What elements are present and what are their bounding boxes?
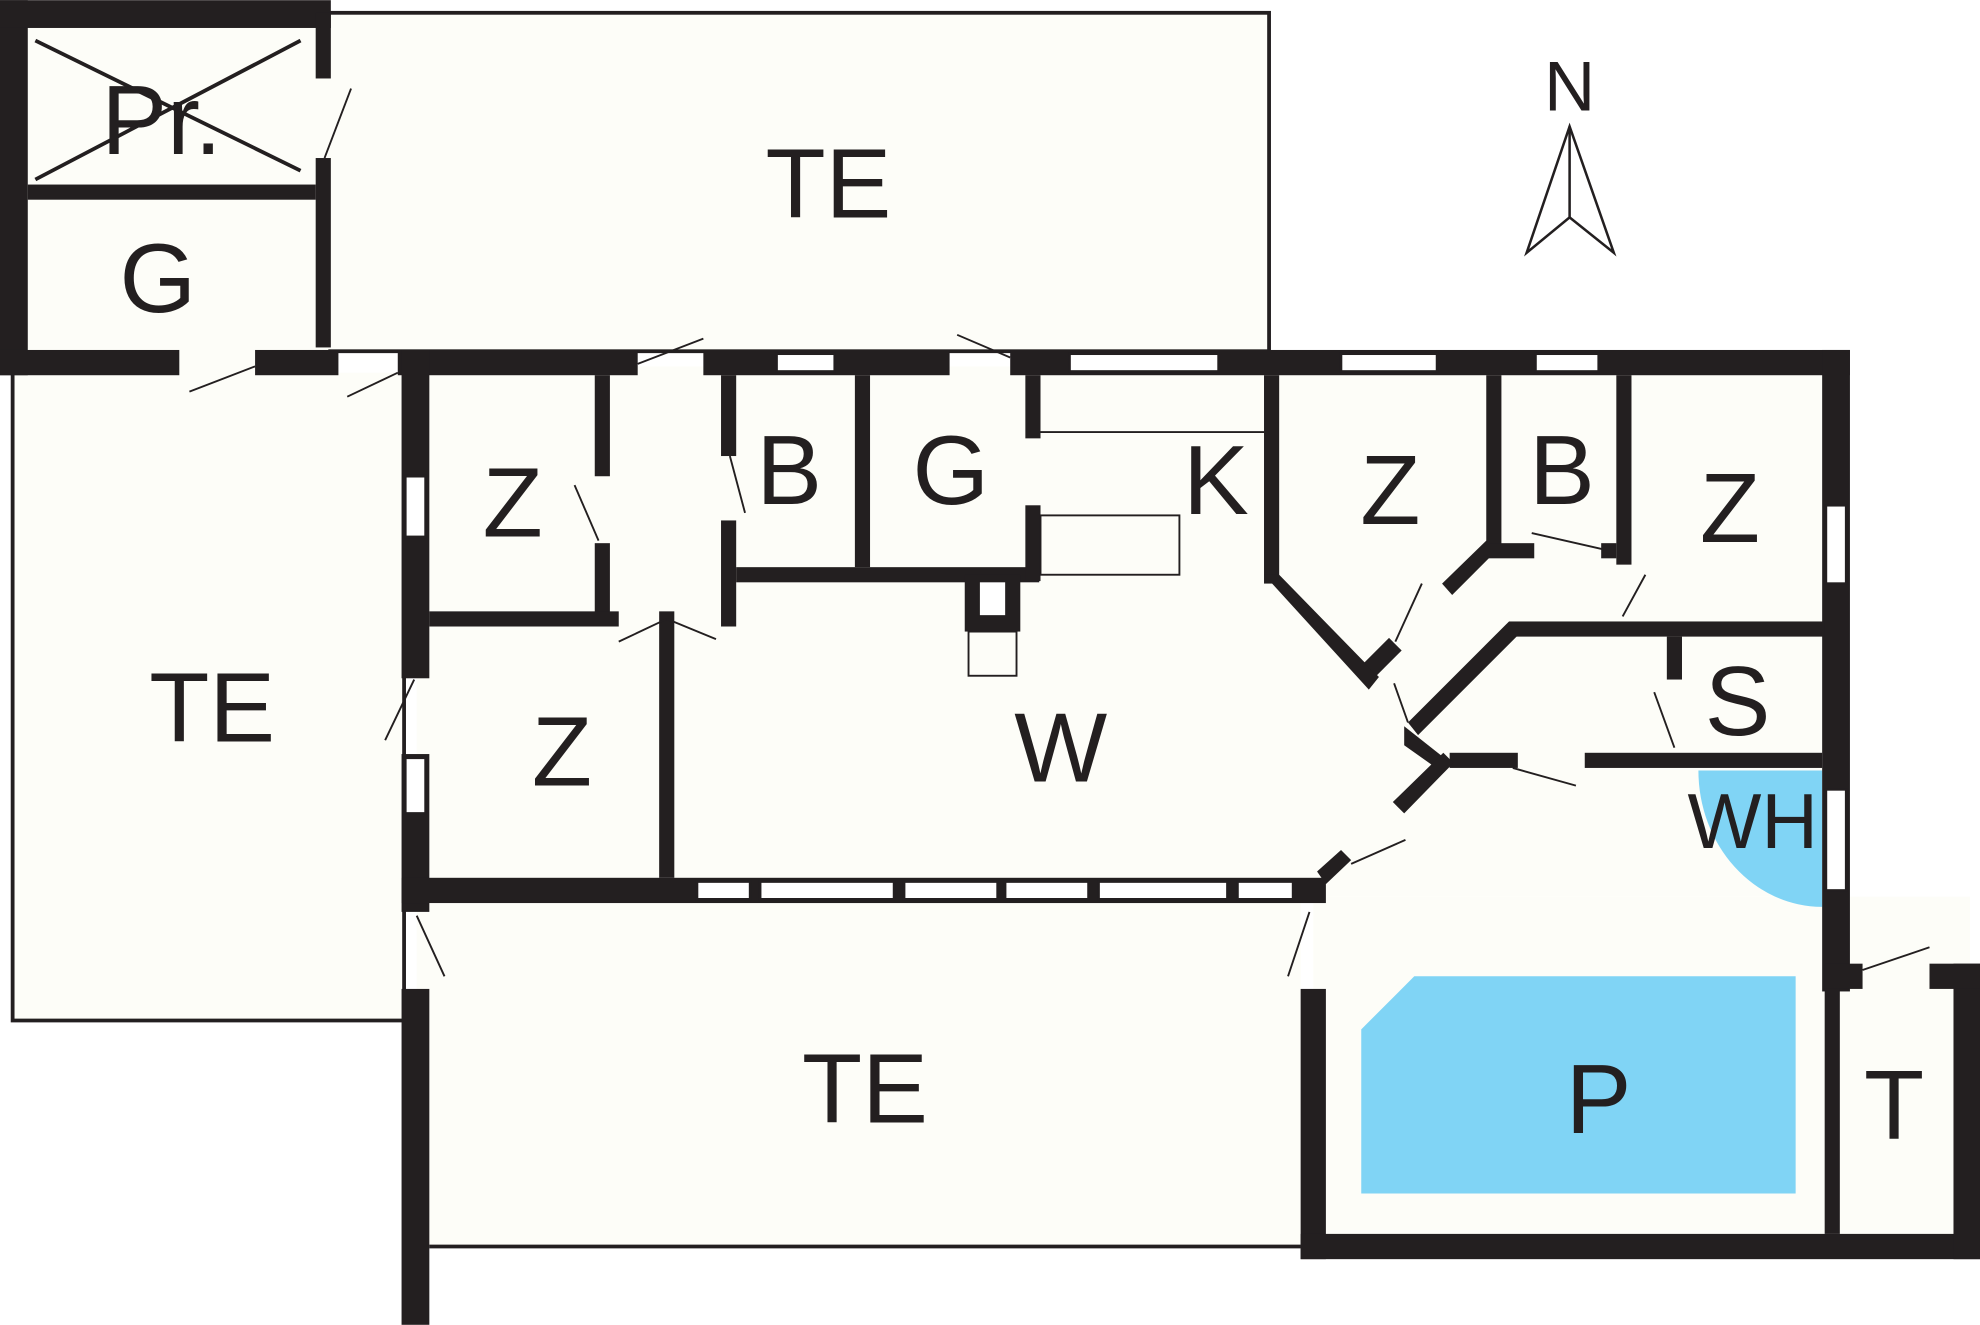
room-label-terrace-bottom: TE — [802, 1034, 928, 1144]
windows — [404, 352, 1848, 901]
whirlpool-water — [1698, 770, 1823, 907]
doors — [189, 88, 1930, 977]
room-label-terrace-left: TE — [149, 652, 275, 762]
room-label-pool: P — [1566, 1044, 1632, 1154]
north-arrow-icon: N — [1524, 47, 1617, 257]
room-label-kitchen: K — [1183, 425, 1249, 535]
terrace-top — [320, 10, 1271, 354]
room-label-guest-wc: G — [913, 415, 990, 525]
room-label-bathroom-2: B — [1529, 415, 1595, 525]
room-label-bedroom-1: Z — [483, 448, 543, 558]
room-label-terrace-top: TE — [765, 128, 891, 238]
kitchen-counters — [967, 431, 1265, 677]
room-label-bathroom-1: B — [756, 415, 822, 525]
crossed-out-mark — [34, 38, 302, 182]
room-label-storage: Pr. — [101, 65, 221, 175]
pool-water — [1361, 976, 1796, 1194]
room-label-garage: G — [120, 223, 197, 333]
terrace-left — [10, 372, 406, 1023]
room-label-sauna: S — [1705, 646, 1771, 756]
compass-label: N — [1544, 47, 1595, 126]
room-label-bedroom-2: Z — [1360, 435, 1420, 545]
room-label-bedroom-3: Z — [1700, 453, 1760, 563]
room-label-whirlpool: WH — [1687, 777, 1817, 865]
room-label-living: W — [1014, 693, 1107, 803]
terrace-bottom — [416, 903, 1301, 1247]
room-label-bedroom-4: Z — [532, 697, 592, 807]
room-labels: Pr. G TE TE TE Z B G K Z B Z Z W S WH P … — [101, 65, 1924, 1160]
room-label-technical: T — [1864, 1050, 1924, 1160]
